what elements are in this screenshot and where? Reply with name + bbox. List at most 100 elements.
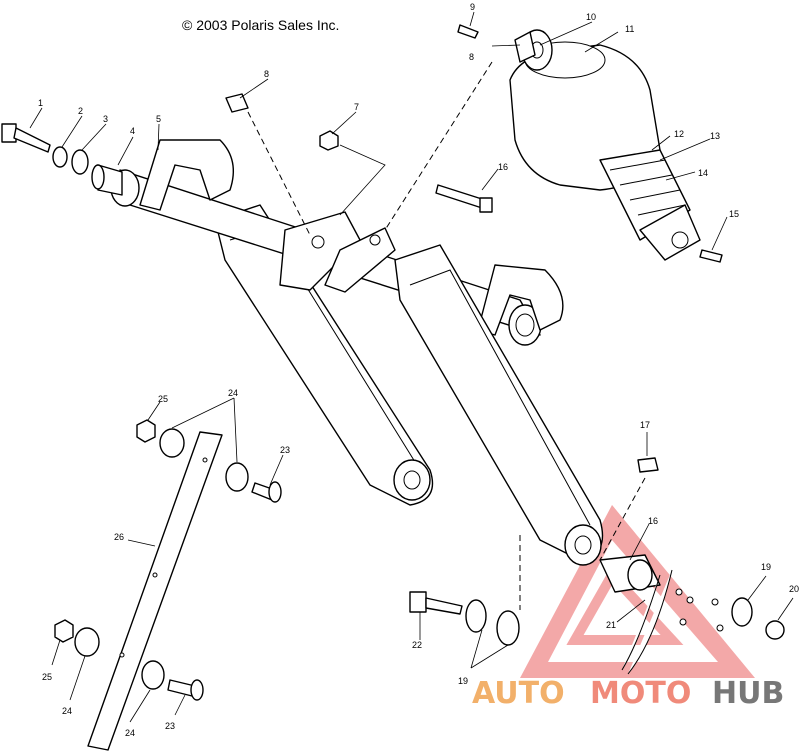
callout-15: 15 [729,209,739,219]
watermark-text: AUTO MOTO HUB [472,676,784,711]
callout-23b: 23 [165,721,175,731]
callout-1: 1 [38,98,43,108]
washer-19-left-a [465,599,487,633]
watermark-moto: MOTO [590,676,691,711]
callout-22: 22 [412,640,422,650]
dot-a [675,588,683,596]
shock-spring-coils [609,159,686,216]
callout-11: 11 [625,24,634,34]
washer-24-upper-a [159,428,185,458]
callout-24a: 24 [228,388,238,398]
bolt-1-head [1,123,17,143]
washer-24-lower-a [74,627,100,657]
watermark-triangle [520,505,755,678]
washer-24-lower-b [141,660,165,690]
copyright-text: © 2003 Polaris Sales Inc. [182,17,339,33]
callout-16b: 16 [648,516,658,526]
callout-24b: 24 [62,706,72,716]
callout-10: 10 [586,12,596,22]
spring-clip-21 [621,569,673,675]
right-arm-edge [409,269,591,526]
callout-5: 5 [156,114,161,124]
pin-23-lower-head [190,679,204,701]
nut-7 [319,130,339,151]
bolt-16-upper-shank [435,184,486,209]
dash-17-to-arm [599,477,646,561]
dot-c [711,598,719,606]
shock-mount-hole-right [369,234,381,246]
callout-7: 7 [354,102,359,112]
washer-24-upper-b [225,462,249,492]
cross-tube-right-bore [515,313,535,337]
bolt-1 [1,123,51,153]
nut-25-lower [54,619,74,643]
dash-8-to-mount [247,111,311,236]
watermark-auto: AUTO [472,676,565,711]
bolt-22-shank [425,597,463,615]
grease-fitting-8 [225,93,249,113]
dash-shock-to-mount [384,61,493,231]
strap-hole-a [202,457,208,463]
washer-19-right [731,597,753,627]
callout-25a: 25 [158,394,168,404]
leader-7 [339,144,386,216]
callout-19b: 19 [458,676,468,686]
callout-4: 4 [130,126,135,136]
bolt-1-shank [13,127,51,153]
callout-21: 21 [606,620,616,630]
hardware-dots [675,588,724,632]
watermark-inner-triangle [566,566,684,645]
washer-19-left-b [496,610,520,646]
bushing-4-end [91,164,105,190]
bushing-18-end [627,559,653,591]
nut-20 [765,620,785,640]
callout-8a: 8 [264,69,269,79]
dot-d [679,618,687,626]
dot-e [716,624,724,632]
callout-labels: 1 2 3 4 5 8 7 9 8 10 11 12 13 14 15 16 1… [38,2,799,738]
callout-2: 2 [78,106,83,116]
bolt-16-upper-head [479,197,493,213]
watermark-hub: HUB [712,676,784,711]
right-arm-assembly [394,244,604,566]
left-collar-bracket [139,139,234,211]
callout-17: 17 [640,420,650,430]
pin-9 [457,24,479,39]
strap-hole-b [152,572,158,578]
grease-fitting-17 [637,457,659,473]
callout-16a: 16 [498,162,508,172]
callout-8b: 8 [469,52,474,62]
dot-b [686,596,694,604]
callout-14: 14 [698,168,708,178]
watermark-logo [520,505,755,678]
callout-25b: 25 [42,672,52,682]
callout-3: 3 [103,114,108,124]
callout-20: 20 [789,584,799,594]
limiter-strap-26 [87,431,223,751]
nut-25-upper [136,419,156,443]
right-collar-bracket [477,264,564,336]
watermark-peak [612,505,655,560]
washer-3 [71,149,89,175]
pin-15 [699,249,723,263]
callout-26: 26 [114,532,124,542]
right-arm-end-hole [574,535,592,555]
shock-absorber [509,29,701,261]
strap-hole-c [119,652,125,658]
callout-23a: 23 [280,445,290,455]
shock-eye-bushing [514,31,536,63]
washer-2 [52,146,68,168]
bolt-22-head [409,591,427,613]
assembly-lines [247,61,646,610]
leader-lines [29,11,794,723]
shock-lower-eye-hole [671,231,689,249]
callout-9: 9 [470,2,475,12]
callout-19a: 19 [761,562,771,572]
callout-24c: 24 [125,728,135,738]
callout-13: 13 [710,131,720,141]
pin-23-upper-head [268,481,282,503]
strap-assembly [54,419,282,751]
callout-12: 12 [674,129,684,139]
